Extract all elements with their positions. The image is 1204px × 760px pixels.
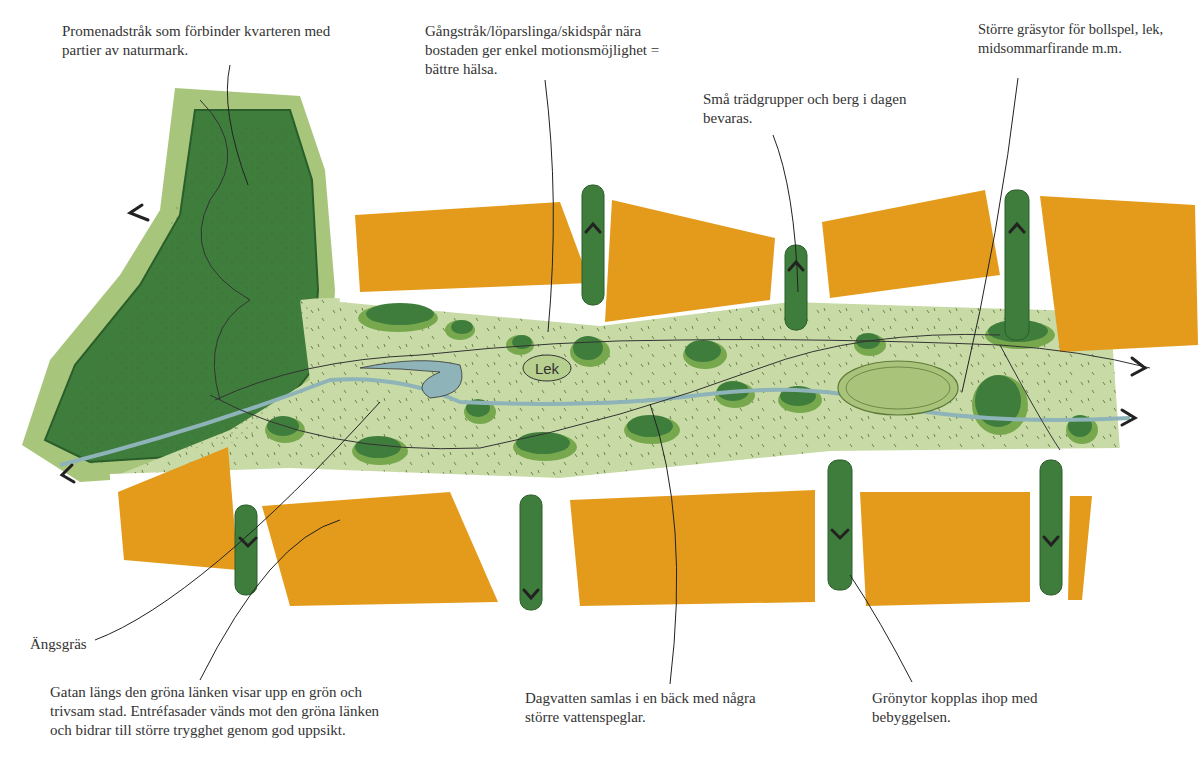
callout-text: Små trädgrupper och berg i dagen bevaras… — [703, 90, 943, 128]
node-text: Lek — [522, 360, 572, 377]
callout-text: Större gräsytor för bollspel, lek, midso… — [978, 20, 1200, 58]
play-area-ellipse: Lek — [522, 354, 572, 382]
callout-text: Grönytor kopplas ihop med bebyggelsen. — [872, 689, 1082, 727]
callout-text: Dagvatten samlas i en bäck med några stö… — [525, 689, 780, 727]
callout-text: Ängsgräs — [30, 635, 150, 654]
ellipse-shape — [523, 355, 571, 381]
callout-text: Promenadstråk som förbinder kvarteren me… — [62, 22, 362, 60]
callout-text: Gångstråk/löparslinga/skidspår nära bost… — [425, 22, 693, 79]
callout-text: Gatan längs den gröna länken visar upp e… — [50, 683, 385, 740]
